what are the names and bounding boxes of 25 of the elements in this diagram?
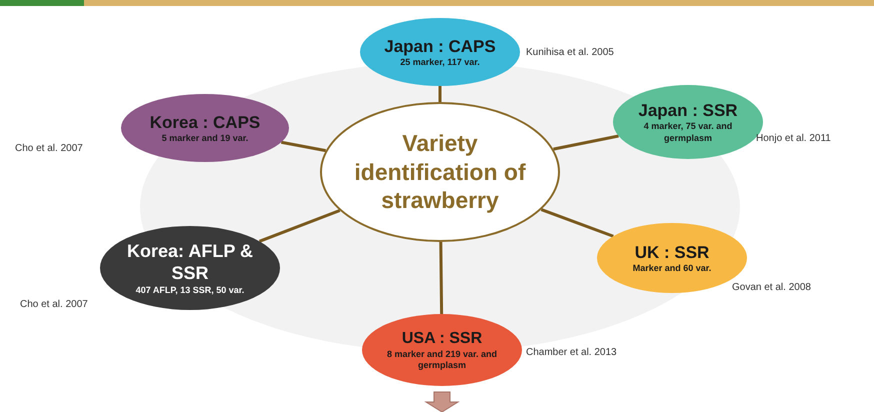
topic-title: Korea: AFLP & SSR [126,240,254,285]
topic-detail: 25 marker, 117 var. [400,57,480,68]
topic-title: USA : SSR [402,328,482,349]
connector-line [438,86,442,102]
topic-detail: 8 marker and 219 var. and germplasm [386,348,498,372]
citation-text: Chamber et al. 2013 [526,348,617,358]
topic-detail: 4 marker, 75 var. and germplasm [642,121,734,144]
citation-text: Honjo et al. 2011 [756,134,831,144]
topic-detail: 407 AFLP, 13 SSR, 50 var. [136,284,244,296]
topic-detail: Marker and 60 var. [632,263,712,274]
citation-text: Cho et al. 2007 [20,300,88,310]
citation-text: Kunihisa et al. 2005 [526,48,614,58]
topic-title: Korea : CAPS [150,112,260,133]
connector-line [280,140,326,152]
central-title: Variety identification of strawberry [353,128,527,216]
citation-text: Cho et al. 2007 [15,144,83,154]
connector-line [540,208,614,238]
citation-text: Govan et al. 2008 [732,283,811,293]
topic-title: Japan : CAPS [384,36,496,57]
topic-detail: 5 marker and 19 var. [162,133,248,144]
connector-line [553,134,619,151]
connector-line [439,242,444,314]
connector-line [258,209,340,243]
topic-title: Japan : SSR [638,100,738,122]
topic-title: UK : SSR [634,242,710,263]
